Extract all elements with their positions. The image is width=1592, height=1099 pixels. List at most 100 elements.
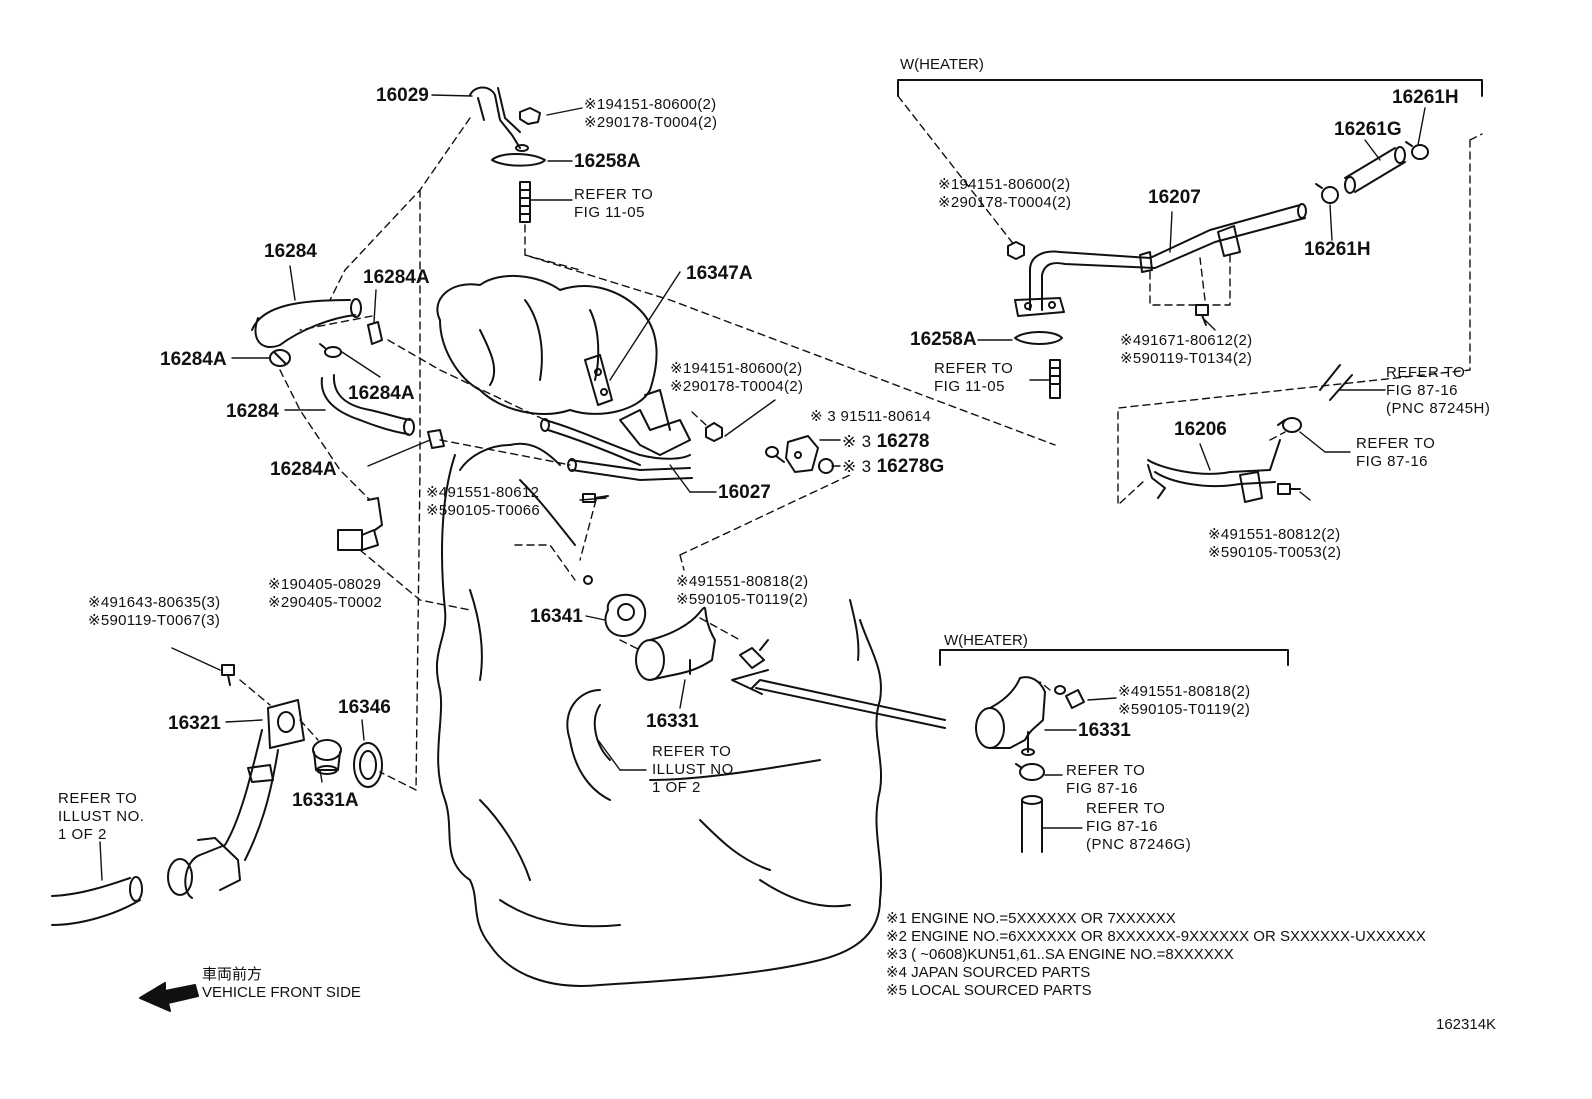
clamp-16206: [1277, 417, 1302, 433]
part-16346-ring: [353, 742, 383, 788]
refer-line: FIG 87-16: [1086, 818, 1159, 835]
heater-bracket-bottom: [939, 649, 1289, 666]
refer-line: (PNC 87245H): [1386, 400, 1491, 417]
heater-title-bottom: W(HEATER): [944, 632, 1028, 649]
label-16261g: 16261G: [1334, 119, 1402, 140]
partno-group-g5: ※491551-80612 ※590105-T0066: [426, 484, 540, 520]
label-16321: 16321: [168, 713, 221, 734]
nut-90178-mid: [705, 422, 723, 442]
hose-ref-87245h: [1319, 364, 1353, 401]
partno-line: ※194151-80600(2): [584, 96, 717, 113]
label-16278g-text: 16278G: [876, 456, 945, 477]
label-16278-text: 16278: [876, 431, 930, 452]
label-16207: 16207: [1148, 187, 1201, 208]
label-16278: ※ 3 16278: [842, 432, 929, 451]
label-16284a-d: 16284A: [270, 459, 337, 480]
partno-group-g7: ※491643-80635(3) ※590119-T0067(3): [88, 594, 220, 630]
footnote-4: ※4 JAPAN SOURCED PARTS: [886, 964, 1091, 981]
refer-line: REFER TO: [652, 743, 732, 760]
refer-line: FIG 11-05: [934, 378, 1005, 395]
clamp-heater: [1015, 763, 1045, 781]
refer-r3: REFER TO FIG 87-16 (PNC 87245H): [1386, 364, 1490, 418]
stud-top: [519, 181, 531, 223]
partno-group-g10: ※491551-80812(2) ※590105-T0053(2): [1208, 526, 1341, 562]
engine-block-outline: [435, 442, 883, 987]
clamp-16261h-top: [1405, 141, 1429, 160]
refer-r5: REFER TO ILLUST NO. 1 OF 2: [652, 743, 738, 797]
partno-line: ※491551-80612: [426, 484, 540, 501]
vehicle-front-en: VEHICLE FRONT SIDE: [202, 984, 361, 1001]
dashed-guides: [239, 95, 1483, 791]
part-16207-pipe: [1014, 203, 1307, 317]
refer-line: (PNC 87246G): [1086, 836, 1192, 853]
vehicle-front-label: 車両前方 VEHICLE FRONT SIDE: [202, 966, 361, 1002]
footnotes: ※1 ENGINE NO.=5XXXXXX OR 7XXXXXX ※2 ENGI…: [886, 910, 1426, 1000]
footnote-5: ※5 LOCAL SOURCED PARTS: [886, 982, 1092, 999]
bolt-90119-left: [221, 664, 235, 686]
refer-line: REFER TO: [1356, 435, 1436, 452]
partno-line: ※590119-T0067(3): [88, 612, 221, 629]
bolt-91551-mid: [582, 493, 609, 503]
water-pump-housing: [436, 274, 658, 415]
clamp-16284a-3: [319, 343, 342, 358]
heater-title-top: W(HEATER): [900, 56, 984, 73]
refer-r2: REFER TO FIG 11-05: [934, 360, 1013, 396]
partno-group-g3: ※194151-80600(2) ※290178-T0004(2): [670, 360, 803, 396]
footnote-2: ※2 ENGINE NO.=6XXXXXX OR 8XXXXXX-9XXXXXX…: [886, 928, 1426, 945]
label-16258a-right: 16258A: [910, 329, 977, 350]
refer-line: REFER TO: [1086, 800, 1166, 817]
part-16258a-gasket-right: [1014, 331, 1063, 345]
partno-line: ※290178-T0004(2): [670, 378, 804, 395]
partno-line: ※590105-T0119(2): [1118, 701, 1251, 718]
partno-line: ※491643-80635(3): [88, 594, 221, 611]
vehicle-front-jp: 車両前方: [202, 966, 263, 983]
partno-line: ※190405-08029: [268, 576, 382, 593]
partno-line: ※194151-80600(2): [670, 360, 803, 377]
partno-line: ※491671-80612(2): [1120, 332, 1253, 349]
refer-line: FIG 87-16: [1356, 453, 1429, 470]
part-16284-hose-mid: [320, 374, 415, 436]
part-16206-pipe: [1147, 439, 1281, 503]
refer-line: FIG 87-16: [1066, 780, 1139, 797]
label-16278g: ※ 3 16278G: [842, 457, 944, 476]
partno-91511: ※ 3 91511-80614: [810, 408, 932, 425]
bolt-91511: [765, 446, 785, 463]
partno-line: ※590105-T0119(2): [676, 591, 809, 608]
partno-line: ※290178-T0004(2): [584, 114, 718, 131]
clamp-16284a-1: [269, 349, 291, 367]
label-16284a-b: 16284A: [160, 349, 227, 370]
label-16341: 16341: [530, 606, 583, 627]
refer-line: ILLUST NO.: [58, 808, 145, 825]
figure-code: 162314K: [1436, 1016, 1497, 1033]
label-16331-heater: 16331: [1078, 720, 1131, 741]
part-16261g-hose: [1344, 146, 1406, 194]
fitting-90405: [337, 497, 383, 551]
refer-r8: REFER TO FIG 87-16 (PNC 87246G): [1086, 800, 1191, 854]
partno-group-g2: ※194151-80600(2) ※290178-T0004(2): [938, 176, 1071, 212]
label-16331a: 16331A: [292, 790, 359, 811]
front-arrow-icon: [139, 982, 199, 1012]
part-16258a-gasket-top: [491, 153, 546, 167]
label-16027: 16027: [718, 482, 771, 503]
label-16261h-bot: 16261H: [1304, 239, 1371, 260]
clamp-16284a-2: [367, 321, 383, 345]
partno-group-g9: ※491551-80818(2) ※590105-T0119(2): [1118, 683, 1250, 719]
label-16206: 16206: [1174, 419, 1227, 440]
partno-line: ※590105-T0053(2): [1208, 544, 1342, 561]
part-16321-pipe: [167, 699, 305, 899]
partno-line: ※590119-T0134(2): [1120, 350, 1253, 367]
partno-group-g6: ※190405-08029 ※290405-T0002: [268, 576, 382, 612]
refer-r1: REFER TO FIG 11-05: [574, 186, 653, 222]
refer-line: FIG 11-05: [574, 204, 645, 221]
refer-line: 1 OF 2: [652, 779, 701, 796]
left-hose-segment: [51, 876, 143, 926]
part-16284-hose-top: [251, 298, 362, 348]
label-16261h-top: 16261H: [1392, 87, 1459, 108]
refer-line: 1 OF 2: [58, 826, 107, 843]
part-16029-pipe: [469, 86, 541, 152]
part-16347a-bracket: [584, 354, 613, 406]
partno-line: ※290178-T0004(2): [938, 194, 1072, 211]
label-16284-mid: 16284: [226, 401, 279, 422]
partno-line: ※491551-80818(2): [676, 573, 809, 590]
